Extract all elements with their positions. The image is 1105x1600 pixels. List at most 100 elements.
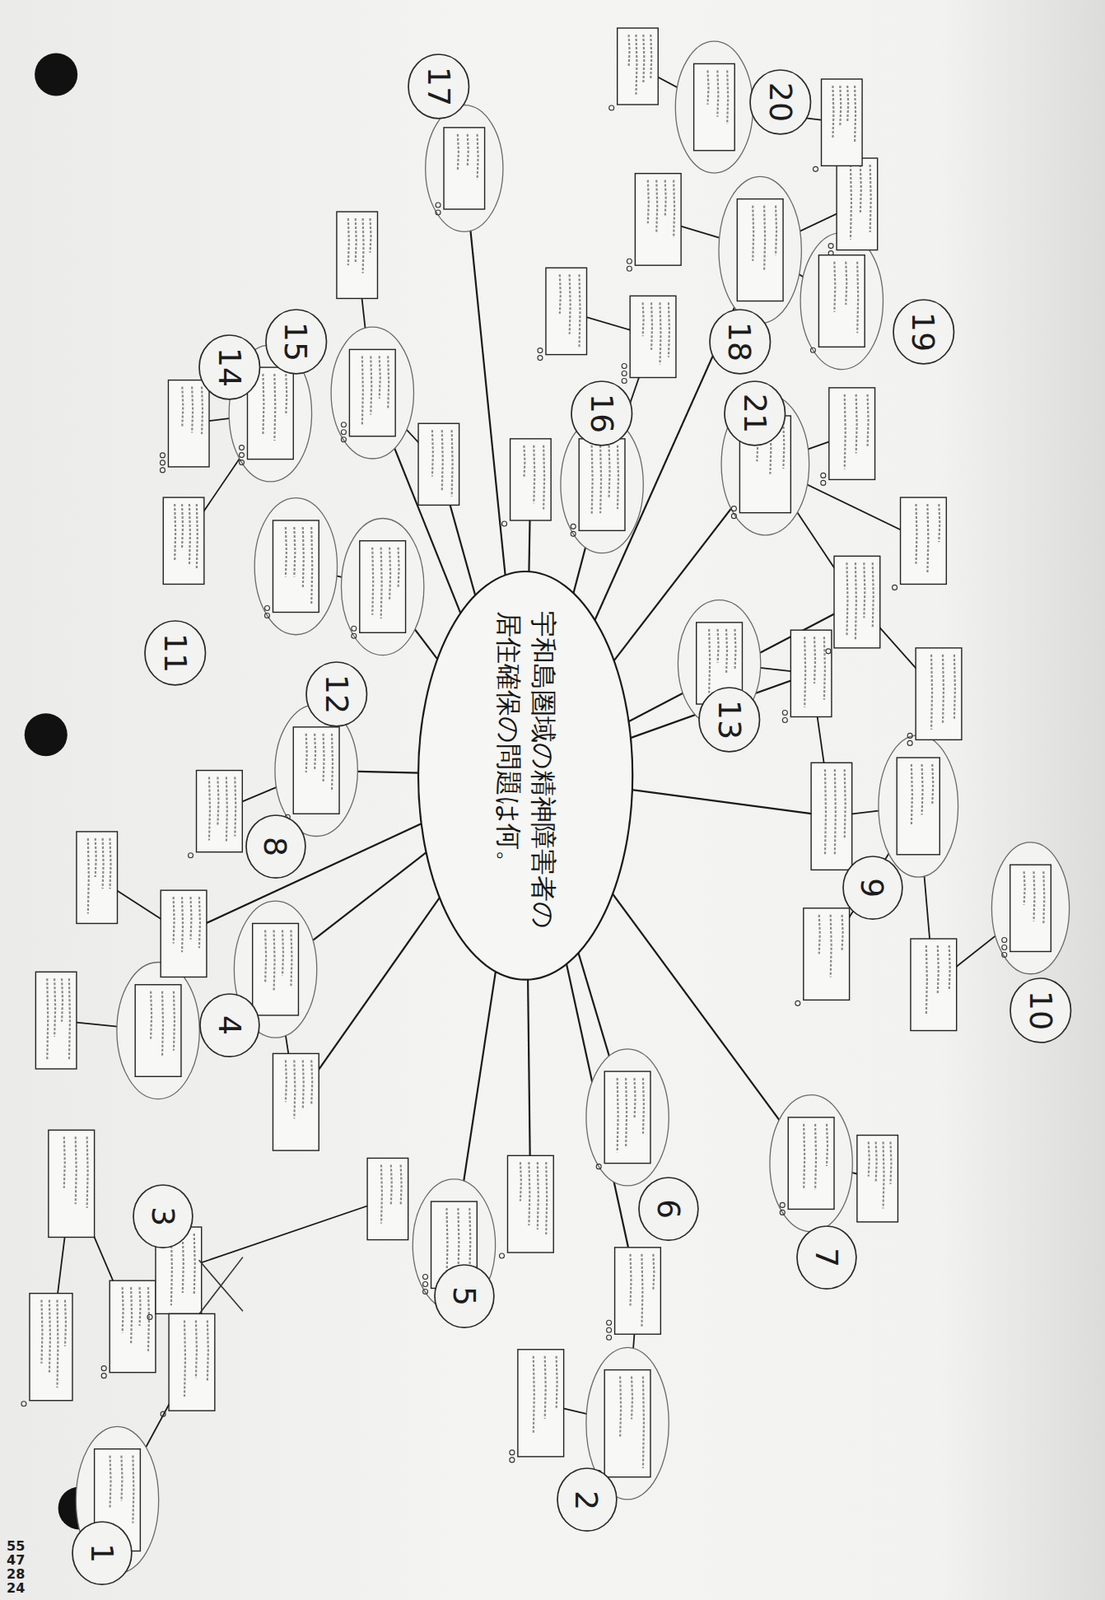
- handwriting-scribble: [931, 654, 933, 730]
- handwriting-scribble: [285, 1059, 287, 1102]
- handwriting-scribble: [69, 978, 70, 1061]
- handwriting-scribble: [370, 355, 372, 415]
- handwriting-scribble: [1024, 871, 1026, 905]
- handwriting-scribble: [883, 1142, 885, 1209]
- vote-mark: [351, 625, 357, 631]
- handwriting-scribble: [311, 526, 313, 605]
- callout-circle: 10: [1008, 976, 1073, 1045]
- handwriting-scribble: [467, 134, 469, 167]
- handwriting-scribble: [844, 394, 846, 470]
- vote-mark: [779, 1209, 785, 1215]
- handwriting-scribble: [825, 769, 826, 855]
- handwriting-scribble: [876, 1142, 877, 1182]
- handwriting-scribble: [196, 503, 198, 569]
- handwriting-scribble: [389, 547, 391, 600]
- vote-mark: [606, 1327, 612, 1333]
- handwriting-scribble: [635, 34, 637, 95]
- handwriting-scribble: [75, 1136, 77, 1204]
- handwriting-scribble: [452, 429, 453, 497]
- vote-mark: [779, 1202, 785, 1208]
- vote-mark: [351, 633, 357, 639]
- callout-number: 12: [321, 673, 353, 714]
- note-box: [517, 1349, 565, 1457]
- callout-circle: 6: [637, 1175, 700, 1242]
- note-box: [252, 923, 299, 1016]
- margin-number: 55: [6, 1539, 25, 1553]
- handwriting-scribble: [122, 1286, 124, 1333]
- question-text: 宇和島圏域の精神障害者の居住確保の問題は何。: [491, 610, 560, 941]
- handwriting-scribble: [775, 205, 777, 256]
- handwriting-scribble: [915, 503, 917, 565]
- vote-mark: [423, 1281, 429, 1287]
- handwriting-scribble: [668, 302, 670, 357]
- vote-mark: [340, 429, 346, 435]
- binder-holes: [24, 52, 102, 1530]
- note-box: [35, 971, 77, 1069]
- note-box: [834, 555, 881, 649]
- handwriting-scribble: [717, 69, 719, 117]
- handwriting-scribble: [673, 180, 675, 238]
- callout-circle: 2: [555, 1466, 619, 1533]
- handwriting-scribble: [625, 1077, 627, 1148]
- margin-number: 55: [6, 1539, 25, 1553]
- note-box: [829, 387, 876, 481]
- handwriting-scribble: [95, 838, 97, 877]
- callout-number: 9: [856, 877, 888, 898]
- handwriting-scribble: [1033, 871, 1035, 922]
- note-box: [48, 1129, 95, 1237]
- handwriting-scribble: [226, 777, 228, 844]
- handwriting-scribble: [643, 302, 644, 336]
- handwriting-scribble: [932, 764, 933, 805]
- note-box: [418, 423, 460, 505]
- vote-mark: [509, 1450, 515, 1455]
- note-box: [694, 63, 736, 150]
- callout-ring-shape: [750, 69, 812, 135]
- handwriting-scribble: [954, 654, 956, 721]
- callout-number: 10: [1025, 990, 1057, 1031]
- handwriting-scribble: [477, 134, 479, 180]
- vote-mark: [907, 740, 913, 746]
- callout-circle: 5: [433, 1263, 496, 1329]
- center-lines: [183, 167, 858, 1291]
- handwriting-scribble: [707, 69, 709, 105]
- handwriting-scribble: [650, 34, 652, 80]
- handwriting-scribble: [634, 1077, 636, 1119]
- handwriting-scribble: [569, 274, 571, 335]
- note-box: [1010, 864, 1052, 952]
- note-box: [604, 1071, 651, 1164]
- handwriting-scribble: [274, 373, 276, 441]
- handwriting-scribble: [533, 445, 535, 504]
- callout-circle: 16: [569, 379, 635, 448]
- callout-ring-shape: [265, 309, 327, 374]
- handwriting-scribble: [764, 205, 765, 272]
- callout-ring-shape: [709, 309, 771, 374]
- callout-ring-shape: [200, 993, 260, 1057]
- handwriting-scribble: [457, 134, 459, 170]
- handwriting-scribble: [937, 945, 939, 994]
- vote-mark: [435, 202, 441, 208]
- handwriting-scribble: [855, 562, 857, 640]
- callout-ring-shape: [199, 335, 261, 400]
- pencil-ellipse: [878, 735, 959, 877]
- handwriting-scribble: [130, 1286, 132, 1344]
- vote-mark: [1002, 937, 1008, 943]
- handwriting-scribble: [579, 274, 581, 348]
- handwriting-scribble: [600, 445, 602, 513]
- note-box: [109, 1280, 156, 1373]
- callout-circle: 18: [708, 307, 773, 376]
- handwriting-scribble: [207, 1319, 209, 1381]
- handwriting-scribble: [520, 1161, 522, 1201]
- callout-ring-shape: [699, 687, 760, 752]
- handwriting-scribble: [102, 838, 104, 889]
- handwriting-scribble: [819, 914, 821, 955]
- vote-mark: [435, 209, 441, 215]
- vote-mark: [537, 348, 543, 354]
- handwriting-scribble: [379, 355, 381, 398]
- callout-number: 17: [423, 66, 455, 107]
- handwriting-scribble: [87, 1136, 89, 1208]
- binder-hole: [24, 713, 68, 756]
- callout-ring-shape: [1010, 978, 1072, 1043]
- handwriting-scribble: [556, 1356, 558, 1410]
- vote-mark: [825, 648, 831, 654]
